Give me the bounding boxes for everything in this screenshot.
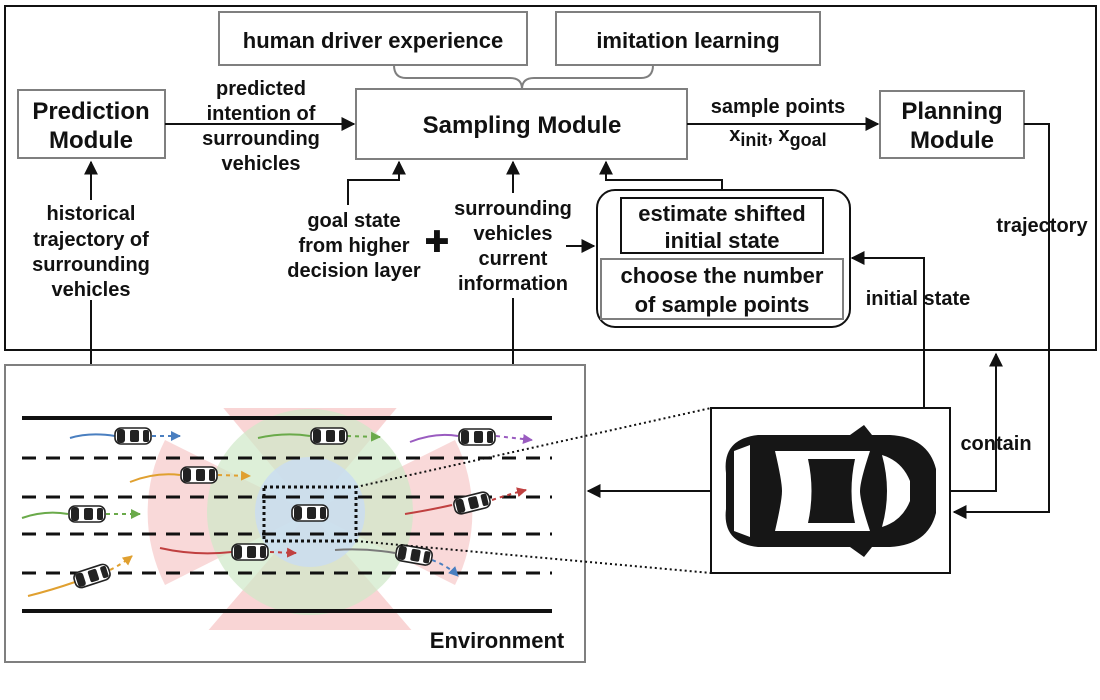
- goal-state-label-1: goal state: [307, 210, 400, 232]
- surrounding-info-label-3: current: [479, 248, 548, 270]
- choose-number-box: [600, 258, 844, 320]
- initial-state-label: initial state: [866, 288, 970, 310]
- goal-state-label-3: decision layer: [287, 260, 421, 282]
- estimate-shifted-label-2: initial state: [665, 228, 780, 253]
- contain-label: contain: [960, 433, 1031, 455]
- history-trajectory: [334, 548, 396, 554]
- history-trajectory: [257, 433, 311, 439]
- sample-points-label: sample points: [711, 96, 845, 118]
- planning-module-box: [879, 90, 1025, 159]
- merge-brace: [393, 64, 654, 90]
- human-driver-experience-box: [218, 11, 528, 66]
- sampling-module-label: Sampling Module: [423, 112, 622, 139]
- history-trajectory: [129, 473, 181, 483]
- imitation-learning-label: imitation learning: [596, 28, 779, 53]
- surrounding-info-label-1: surrounding: [454, 198, 572, 220]
- ego-car-icon: [291, 504, 329, 522]
- historical-label-3: surrounding: [32, 254, 150, 276]
- estimate-shifted-box: [620, 197, 824, 254]
- car-icon: [458, 428, 496, 446]
- predicted-intention-label-3: surrounding: [202, 128, 320, 150]
- predicted-trajectory: [109, 555, 133, 571]
- historical-label-2: trajectory of: [33, 229, 149, 251]
- estimator-to-sampling-arrow: [599, 160, 723, 190]
- history-trajectory: [21, 511, 69, 519]
- predicted-intention-label-2: intention of: [207, 103, 316, 125]
- zoom-line-top: [355, 407, 712, 488]
- predicted-trajectory: [217, 470, 251, 481]
- surrounding-info-label-2: vehicles: [474, 223, 553, 245]
- human-driver-experience-label: human driver experience: [243, 28, 503, 53]
- plus-icon: ✚: [424, 225, 449, 260]
- trajectory-label: trajectory: [996, 215, 1088, 237]
- historical-label-1: historical: [47, 203, 136, 225]
- predicted-intention-label-1: predicted: [216, 78, 306, 100]
- prediction-module-label-2: Module: [49, 127, 133, 154]
- car-icon: [180, 466, 218, 484]
- predicted-trajectory: [431, 559, 459, 577]
- xinit-xgoal-label: xinit, xgoal: [729, 124, 826, 150]
- trajectory-arrow: [952, 123, 1050, 519]
- system-frame: [4, 5, 1097, 351]
- planning-module-label-1: Planning: [901, 98, 1002, 125]
- predicted-trajectory: [495, 434, 533, 444]
- surrounding-info-label-4: information: [458, 273, 568, 295]
- history-trajectory: [404, 504, 453, 515]
- predicted-trajectory: [346, 431, 381, 442]
- ego-focus-box: [262, 485, 358, 543]
- sampling-module-box: [355, 88, 688, 160]
- car-icon: [114, 427, 152, 445]
- goal-state-to-sampling-arrow: [347, 160, 406, 205]
- predicted-trajectory: [491, 487, 527, 501]
- predicted-intention-label-4: vehicles: [222, 153, 301, 175]
- car-icon: [231, 543, 269, 561]
- prediction-module-label-1: Prediction: [32, 98, 149, 125]
- initial-state-arrow: [850, 251, 925, 408]
- history-trajectory: [159, 547, 233, 555]
- car-topview-icon: [725, 425, 936, 557]
- choose-number-label-2: of sample points: [635, 292, 810, 317]
- historical-label-4: vehicles: [52, 279, 131, 301]
- history-trajectory: [69, 433, 116, 439]
- car-icon: [68, 505, 106, 523]
- goal-state-label-2: from higher: [298, 235, 409, 257]
- environment-label: Environment: [430, 628, 565, 653]
- estimate-shifted-label-1: estimate shifted: [638, 201, 806, 226]
- choose-number-label-1: choose the number: [621, 263, 824, 288]
- planning-module-label-2: Module: [910, 127, 994, 154]
- car-icon: [310, 427, 348, 445]
- history-trajectory: [27, 581, 76, 597]
- contain-arrow: [950, 352, 1003, 492]
- imitation-learning-box: [555, 11, 821, 66]
- history-trajectory: [409, 433, 459, 443]
